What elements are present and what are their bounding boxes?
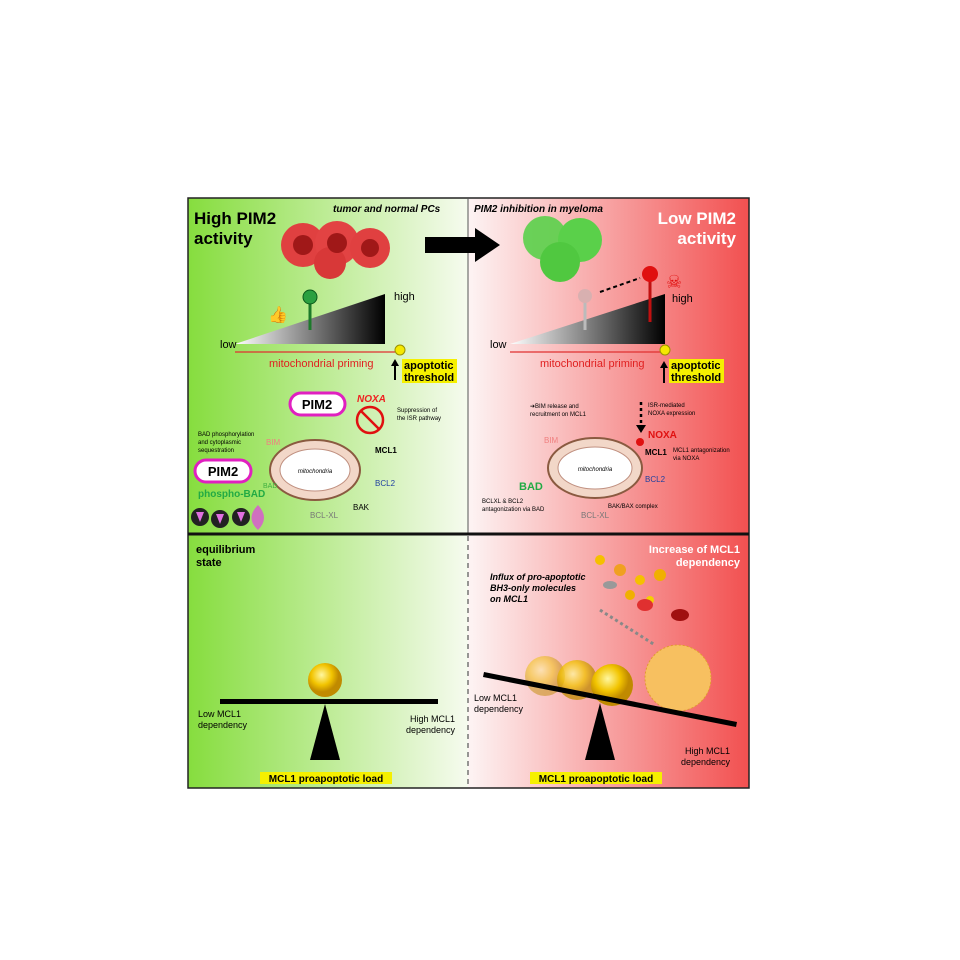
bad-phos-1: BAD phosphorylation	[198, 432, 254, 438]
noxa-label: NOXA	[357, 394, 386, 405]
bad-label: BAD	[263, 483, 277, 490]
pim2-label-2: PIM2	[208, 464, 238, 479]
no-sign-icon	[355, 405, 385, 435]
tl-threshold-2: threshold	[404, 372, 454, 384]
tr-high: high	[672, 293, 693, 305]
noxa-label-right: NOXA	[648, 430, 677, 441]
tr-title-2: activity	[677, 229, 736, 248]
bl-title-2: state	[196, 557, 222, 569]
br-title-2: dependency	[676, 557, 741, 569]
influx-2: BH3-only molecules	[490, 583, 576, 593]
br-low-1: Low MCL1	[474, 693, 517, 703]
priming-triangle-right	[510, 294, 665, 344]
bl-high-1: High MCL1	[410, 714, 455, 724]
tr-priming: mitochondrial priming	[540, 358, 645, 370]
isr-med-2: NOXA expression	[648, 411, 695, 417]
tl-title-2: activity	[194, 229, 253, 248]
tr-threshold-1: apoptotic	[671, 360, 721, 372]
bcl2-label-right: BCL2	[645, 475, 666, 484]
phospho-bad-label: phospho-BAD	[198, 489, 265, 500]
influx-3: on MCL1	[490, 594, 528, 604]
bad-label-right: BAD	[519, 481, 543, 493]
tilted-balance	[483, 644, 737, 760]
mitochondria-right: mitochondria	[547, 437, 643, 499]
arrow-right-icon	[425, 228, 500, 262]
mcl1-antag-1: MCL1 antagonization	[673, 448, 730, 454]
bclxl-antag-2: antagonization via BAD	[482, 507, 545, 513]
pim2-label: PIM2	[302, 397, 332, 412]
balance-beam-tilted	[483, 672, 737, 727]
isr-text-2: the ISR pathway	[397, 416, 441, 422]
bim-label-right: BIM	[544, 436, 559, 445]
mito-label-right: mitochondria	[578, 467, 613, 473]
fulcrum-right	[585, 703, 615, 760]
br-high-2: dependency	[681, 757, 731, 767]
mcl1-label: MCL1	[375, 446, 397, 455]
tl-title-1: High PIM2	[194, 209, 276, 228]
tumor-cells-green	[523, 216, 602, 282]
tumor-cells-red	[281, 221, 390, 279]
bl-load-label: MCL1 proapoptotic load	[269, 774, 383, 785]
fulcrum	[310, 704, 340, 760]
bl-low-1: Low MCL1	[198, 709, 241, 719]
priming-pin-red-icon	[642, 266, 658, 282]
tl-high: high	[394, 291, 415, 303]
bad-phos-3: sequestration	[198, 448, 234, 454]
bakbax-label: BAK/BAX complex	[608, 504, 658, 510]
tl-low: low	[220, 339, 237, 351]
bl-title-1: equilibrium	[196, 544, 256, 556]
bclxl-antag-1: BCLXL & BCL2	[482, 499, 524, 505]
tl-subtitle: tumor and normal PCs	[333, 204, 441, 215]
sun-icon	[394, 344, 406, 356]
tr-threshold-2: threshold	[671, 372, 721, 384]
isr-med-1: ISR-mediated	[648, 403, 685, 409]
tr-subtitle: PIM2 inhibition in myeloma	[474, 204, 603, 215]
mcl1-antag-2: via NOXA	[673, 456, 699, 462]
tr-low: low	[490, 339, 507, 351]
br-low-2: dependency	[474, 704, 524, 714]
tr-title-1: Low PIM2	[658, 209, 736, 228]
priming-pin-icon	[302, 289, 318, 305]
equilibrium-ball	[308, 663, 342, 697]
bclxl-label-right: BCL-XL	[581, 511, 610, 520]
mito-label: mitochondria	[298, 469, 333, 475]
skull-icon: ☠	[666, 272, 682, 292]
sun-icon-right	[659, 344, 671, 356]
br-load-label: MCL1 proapoptotic load	[539, 774, 653, 785]
pim2-badge	[288, 391, 347, 417]
phospho-bad-molecules	[191, 505, 264, 530]
bl-high-2: dependency	[406, 725, 456, 735]
pim2-badge-2	[193, 458, 253, 484]
bad-phos-2: and cytoplasmic	[198, 440, 241, 446]
isr-text-1: Suppression of	[397, 408, 437, 414]
balance-beam	[220, 699, 438, 704]
bim-label: BIM	[266, 438, 281, 447]
bim-release-2: recruitment on MCL1	[530, 412, 587, 418]
bcl2-label: BCL2	[375, 479, 396, 488]
tl-threshold-1: apoptotic	[404, 360, 454, 372]
thumbs-up-icon: 👍	[268, 305, 288, 324]
bim-release-1: ➔BIM release and	[530, 404, 579, 410]
bl-low-2: dependency	[198, 720, 248, 730]
mitochondria-left: mitochondria	[269, 439, 361, 501]
bak-label: BAK	[353, 503, 370, 512]
bh3-molecules	[595, 555, 689, 621]
mcl1-label-right: MCL1	[645, 448, 667, 457]
tl-priming: mitochondrial priming	[269, 358, 374, 370]
bclxl-label: BCL-XL	[310, 511, 339, 520]
br-title-1: Increase of MCL1	[649, 544, 740, 556]
br-high-1: High MCL1	[685, 746, 730, 756]
influx-1: Influx of pro-apoptotic	[490, 572, 585, 582]
